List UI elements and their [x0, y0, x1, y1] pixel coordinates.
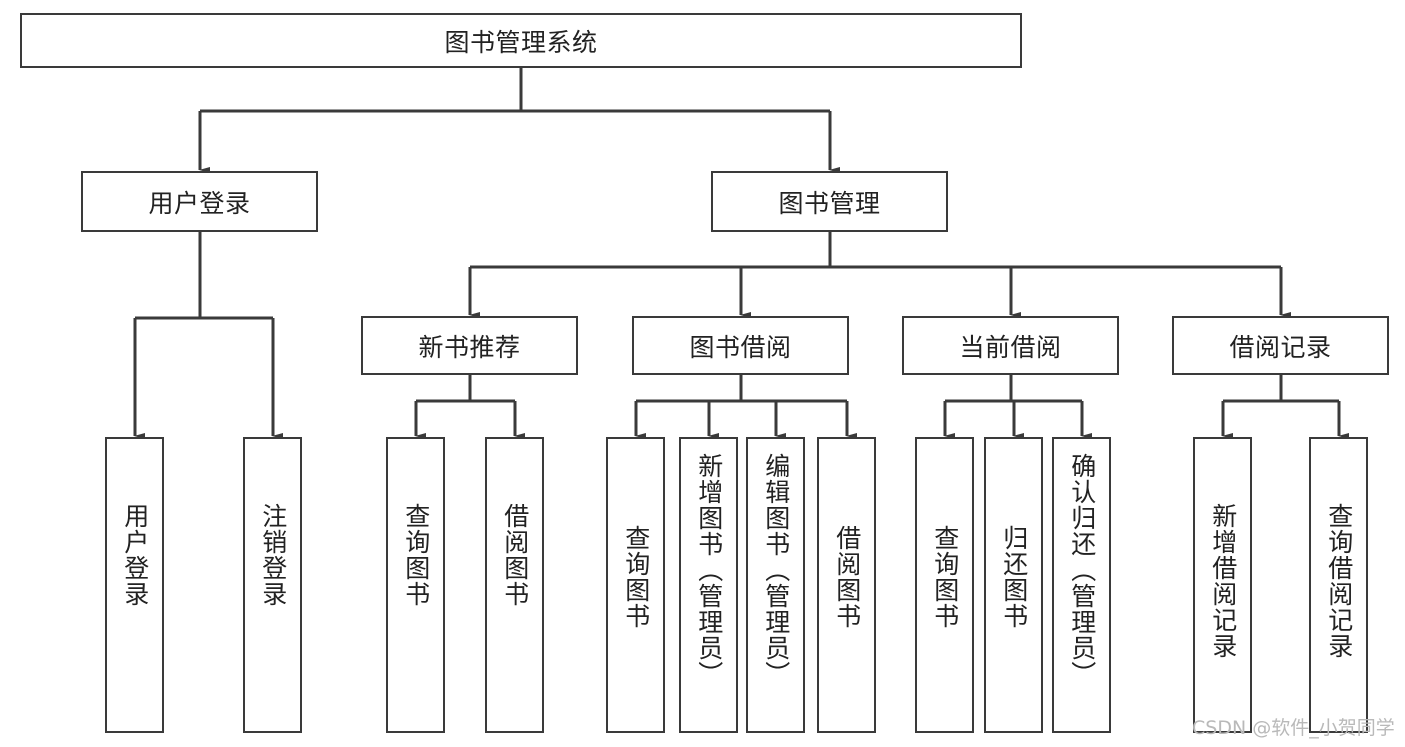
leaf-current-confirm-return[interactable]: 确认归还（管理员） — [1052, 437, 1111, 733]
node-label: 查询图书 — [930, 525, 960, 629]
node-book-management[interactable]: 图书管理 — [711, 171, 948, 232]
node-book-borrow[interactable]: 图书借阅 — [632, 316, 849, 375]
node-label: 注销登录 — [258, 503, 288, 607]
node-label: 借阅记录 — [1229, 332, 1332, 362]
node-new-book-recommend[interactable]: 新书推荐 — [361, 316, 578, 375]
node-label: 确认归还（管理员） — [1067, 453, 1097, 687]
leaf-record-add[interactable]: 新增借阅记录 — [1193, 437, 1252, 733]
node-label: 新增借阅记录 — [1208, 503, 1238, 659]
leaf-current-return[interactable]: 归还图书 — [984, 437, 1043, 733]
node-current-borrow[interactable]: 当前借阅 — [902, 316, 1119, 375]
leaf-borrow-add-book[interactable]: 新增图书（管理员） — [679, 437, 738, 733]
leaf-borrow-edit-book[interactable]: 编辑图书（管理员） — [746, 437, 805, 733]
node-label: 新增图书（管理员） — [694, 453, 724, 687]
node-label: 查询图书 — [621, 525, 651, 629]
leaf-borrow-borrow-book[interactable]: 借阅图书 — [817, 437, 876, 733]
node-root[interactable]: 图书管理系统 — [20, 13, 1022, 68]
node-label: 用户登录 — [148, 188, 251, 218]
watermark: CSDN @软件_小贺同学 — [1192, 717, 1395, 739]
node-label: 查询图书 — [401, 503, 431, 607]
leaf-borrow-query[interactable]: 查询图书 — [606, 437, 665, 733]
node-user-login[interactable]: 用户登录 — [81, 171, 318, 232]
leaf-logout[interactable]: 注销登录 — [243, 437, 302, 733]
leaf-new-book-borrow[interactable]: 借阅图书 — [485, 437, 544, 733]
node-label: 当前借阅 — [959, 332, 1062, 362]
leaf-record-query[interactable]: 查询借阅记录 — [1309, 437, 1368, 733]
node-label: 归还图书 — [999, 525, 1029, 629]
node-label: 借阅图书 — [500, 503, 530, 607]
node-label: 新书推荐 — [418, 332, 521, 362]
node-label: 用户登录 — [120, 503, 150, 607]
node-label: 图书借阅 — [689, 332, 792, 362]
node-label: 查询借阅记录 — [1324, 503, 1354, 659]
node-label: 图书管理 — [778, 188, 881, 218]
leaf-user-login[interactable]: 用户登录 — [105, 437, 164, 733]
node-label: 编辑图书（管理员） — [761, 453, 791, 687]
node-label: 图书管理系统 — [444, 27, 598, 57]
leaf-current-query[interactable]: 查询图书 — [915, 437, 974, 733]
leaf-new-book-query[interactable]: 查询图书 — [386, 437, 445, 733]
node-borrow-record[interactable]: 借阅记录 — [1172, 316, 1389, 375]
node-label: 借阅图书 — [832, 525, 862, 629]
